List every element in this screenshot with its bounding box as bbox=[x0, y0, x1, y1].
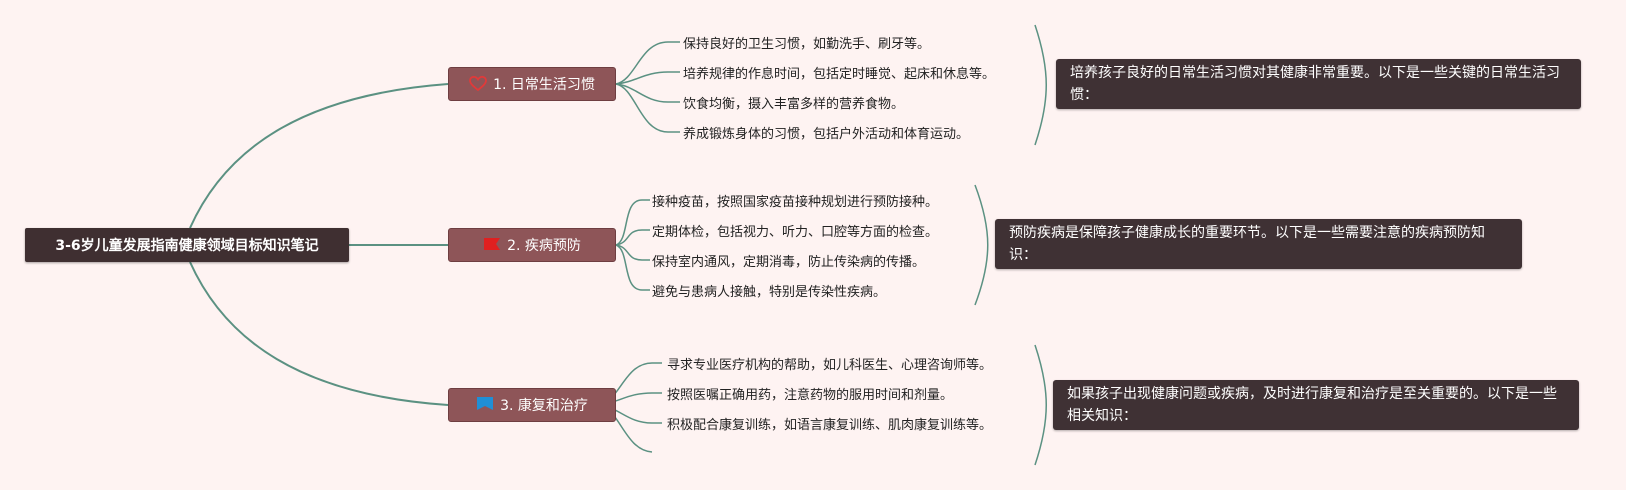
leaf-vaccination[interactable]: 接种疫苗，按照国家疫苗接种规划进行预防接种。 bbox=[652, 195, 939, 210]
connector-b2-leaf-3 bbox=[615, 244, 650, 261]
red-flag-icon bbox=[483, 236, 501, 254]
connector-root-branch-3 bbox=[189, 261, 449, 406]
summary-recovery-treatment[interactable]: 如果孩子出现健康问题或疾病，及时进行康复和治疗是至关重要的。以下是一些相关知识： bbox=[1053, 380, 1579, 430]
bracket-2 bbox=[974, 184, 989, 306]
summary-daily-habits[interactable]: 培养孩子良好的日常生活习惯对其健康非常重要。以下是一些关键的日常生活习惯： bbox=[1056, 59, 1581, 109]
summary-text: 如果孩子出现健康问题或疾病，及时进行康复和治疗是至关重要的。以下是一些相关知识： bbox=[1067, 386, 1557, 424]
leaf-diet[interactable]: 饮食均衡，摄入丰富多样的营养食物。 bbox=[683, 97, 905, 112]
summary-text: 预防疾病是保障孩子健康成长的重要环节。以下是一些需要注意的疾病预防知识： bbox=[1009, 225, 1485, 263]
connector-b1-leaf-2 bbox=[615, 71, 680, 85]
branch-label: 3. 康复和治疗 bbox=[500, 398, 588, 414]
branch-recovery-treatment[interactable]: 3. 康复和治疗 bbox=[448, 388, 616, 422]
root-topic-label: 3-6岁儿童发展指南健康领域目标知识笔记 bbox=[55, 238, 319, 254]
connector-b2-leaf-1 bbox=[615, 199, 650, 246]
root-topic[interactable]: 3-6岁儿童发展指南健康领域目标知识笔记 bbox=[25, 228, 349, 262]
bracket-3 bbox=[1034, 344, 1047, 466]
connector-b1-leaf-3 bbox=[615, 83, 680, 103]
blue-flag-icon bbox=[476, 396, 494, 414]
leaf-avoid-contact[interactable]: 避免与患病人接触，特别是传染性疾病。 bbox=[652, 285, 887, 300]
branch-label: 2. 疾病预防 bbox=[507, 238, 581, 254]
leaf-rehab-training[interactable]: 积极配合康复训练，如语言康复训练、肌肉康复训练等。 bbox=[667, 418, 993, 433]
branch-disease-prevention[interactable]: 2. 疾病预防 bbox=[448, 228, 616, 262]
branch-daily-habits[interactable]: 1. 日常生活习惯 bbox=[448, 67, 616, 101]
leaf-ventilation[interactable]: 保持室内通风，定期消毒，防止传染病的传播。 bbox=[652, 255, 926, 270]
leaf-professional-help[interactable]: 寻求专业医疗机构的帮助，如儿科医生、心理咨询师等。 bbox=[667, 358, 993, 373]
connector-b2-leaf-4 bbox=[615, 244, 650, 291]
leaf-schedule[interactable]: 培养规律的作息时间，包括定时睡觉、起床和休息等。 bbox=[683, 67, 996, 82]
connector-root-branch-1 bbox=[189, 83, 449, 229]
leaf-medication[interactable]: 按照医嘱正确用药，注意药物的服用时间和剂量。 bbox=[667, 388, 954, 403]
branch-label: 1. 日常生活习惯 bbox=[493, 77, 595, 93]
leaf-exercise[interactable]: 养成锻炼身体的习惯，包括户外活动和体育运动。 bbox=[683, 127, 970, 142]
bracket-1 bbox=[1034, 24, 1047, 146]
connector-b1-leaf-1 bbox=[615, 41, 680, 85]
leaf-hygiene[interactable]: 保持良好的卫生习惯，如勤洗手、刷牙等。 bbox=[683, 37, 931, 52]
heart-icon bbox=[469, 75, 487, 93]
connector-b1-leaf-4 bbox=[615, 83, 680, 133]
summary-text: 培养孩子良好的日常生活习惯对其健康非常重要。以下是一些关键的日常生活习惯： bbox=[1070, 65, 1560, 103]
connector-b2-leaf-2 bbox=[615, 229, 650, 246]
summary-disease-prevention[interactable]: 预防疾病是保障孩子健康成长的重要环节。以下是一些需要注意的疾病预防知识： bbox=[995, 219, 1522, 269]
leaf-checkup[interactable]: 定期体检，包括视力、听力、口腔等方面的检查。 bbox=[652, 225, 939, 240]
